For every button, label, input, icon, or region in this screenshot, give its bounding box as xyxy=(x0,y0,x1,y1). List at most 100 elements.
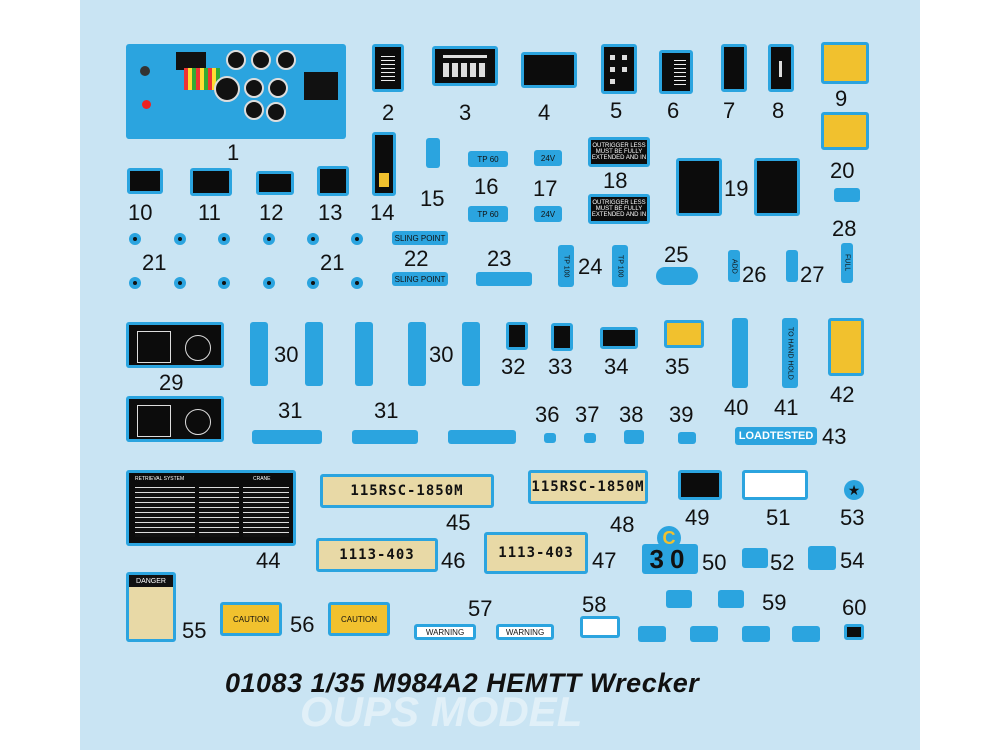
decal-number: 40 xyxy=(724,395,749,420)
decal-number: 9 xyxy=(835,86,848,111)
decal-48-plate: 1113-403 xyxy=(316,538,438,572)
decal-15 xyxy=(426,138,440,168)
decal-35 xyxy=(551,323,573,351)
big-30-text: 30 xyxy=(649,543,691,574)
decal-39 xyxy=(584,433,596,443)
decal-number: 1 xyxy=(227,140,240,165)
decal-number: 49 xyxy=(685,505,710,530)
decal-number: 60 xyxy=(842,595,867,620)
decal-61 xyxy=(690,626,718,642)
decal-53 xyxy=(742,470,808,500)
decal-number: 56 xyxy=(290,612,315,637)
decal-58-caution: CAUTION xyxy=(328,602,390,636)
decal-59-warning: WARNING xyxy=(496,624,554,640)
decal-30 xyxy=(408,322,426,386)
decal-52-30: 30 xyxy=(642,544,698,574)
decal-30 xyxy=(462,322,480,386)
decal-31 xyxy=(252,430,322,444)
decal-number: 38 xyxy=(619,402,644,427)
decal-number: 33 xyxy=(548,354,573,379)
decal-number: 26 xyxy=(742,262,767,287)
decal-number: 18 xyxy=(603,168,628,193)
decal-number: 59 xyxy=(762,590,787,615)
decal-21-dot xyxy=(129,233,141,245)
decal-62 xyxy=(844,624,864,640)
decal-13 xyxy=(317,166,349,196)
decal-number: 7 xyxy=(723,98,736,123)
gauge-icon xyxy=(244,100,264,120)
decal-number: 51 xyxy=(766,505,791,530)
decal-18-outrigger: OUTRIGGER LESS MUST BE FULLY EXTENDED AN… xyxy=(588,137,650,167)
decal-number: 23 xyxy=(487,246,512,271)
decal-number: 22 xyxy=(404,246,429,271)
decal-number: 41 xyxy=(774,395,799,420)
decal-7 xyxy=(721,44,747,92)
decal-56 xyxy=(808,546,836,570)
decal-8 xyxy=(768,44,794,92)
decal-number: 29 xyxy=(159,370,184,395)
decal-number: 3 xyxy=(459,100,472,125)
decal-12 xyxy=(256,171,294,195)
decal-number: 12 xyxy=(259,200,284,225)
decal-61 xyxy=(718,590,744,608)
decal-59-warning: WARNING xyxy=(414,624,476,640)
decal-58-caution: CAUTION xyxy=(220,602,282,636)
decal-11 xyxy=(190,168,232,196)
decal-32 xyxy=(352,430,418,444)
decal-number: 28 xyxy=(832,216,857,241)
decal-25 xyxy=(656,267,698,285)
decal-number: 45 xyxy=(446,510,471,535)
decal-21-dot xyxy=(218,233,230,245)
decal-21-dot xyxy=(307,277,319,289)
decal-30 xyxy=(250,322,268,386)
decal-number: 47 xyxy=(592,548,617,573)
decal-number: 14 xyxy=(370,200,395,225)
decal-41 xyxy=(678,432,696,444)
crane-label: CRANE xyxy=(253,476,271,482)
decal-number: 31 xyxy=(278,398,303,423)
decal-number: 17 xyxy=(533,176,558,201)
decal-number: 58 xyxy=(582,592,607,617)
decal-33 xyxy=(448,430,516,444)
decal-number: 15 xyxy=(420,186,445,211)
decal-27 xyxy=(786,250,798,282)
decal-28-full: FULL xyxy=(841,243,853,283)
danger-label: DANGER xyxy=(129,575,173,587)
decal-30 xyxy=(355,322,373,386)
decal-number: 21 xyxy=(142,250,167,275)
decal-21-dot xyxy=(307,233,319,245)
decal-55-star: ★ xyxy=(844,480,864,500)
decal-17-24v: 24V xyxy=(534,150,562,166)
decal-number: 34 xyxy=(604,354,629,379)
decal-42 xyxy=(732,318,748,388)
decal-number: 19 xyxy=(724,176,749,201)
decal-21-dot xyxy=(174,277,186,289)
decal-19-placard xyxy=(676,158,722,216)
decal-20b xyxy=(834,188,860,202)
decal-number: 54 xyxy=(840,548,865,573)
decal-26-add: ADD xyxy=(728,250,740,282)
decal-number: 6 xyxy=(667,98,680,123)
decal-number: 32 xyxy=(501,354,526,379)
decal-number: 8 xyxy=(772,98,785,123)
decal-50-plate: 115RSC-1850M xyxy=(528,470,648,504)
decal-16-tp60: TP 60 xyxy=(468,151,508,167)
decal-21-dot xyxy=(263,233,275,245)
gauge-icon xyxy=(268,78,288,98)
decal-40 xyxy=(624,430,644,444)
gauge-icon xyxy=(244,78,264,98)
decal-3 xyxy=(432,46,498,86)
decal-number: 52 xyxy=(770,550,795,575)
decal-37-caution xyxy=(664,320,704,348)
decal-10 xyxy=(127,168,163,194)
gauge-icon xyxy=(214,76,240,102)
decal-number: 44 xyxy=(256,548,281,573)
decal-45-loadtested: LOADTESTED xyxy=(735,427,817,445)
c-letter: C xyxy=(662,527,676,548)
decal-number: 57 xyxy=(468,596,493,621)
decal-24-tp100: TP 100 xyxy=(558,245,574,287)
gauge-icon xyxy=(226,50,246,70)
kit-title: 01083 1/35 M984A2 HEMTT Wrecker xyxy=(225,668,700,698)
decal-4 xyxy=(521,52,577,88)
decal-1-dashboard xyxy=(126,44,346,139)
